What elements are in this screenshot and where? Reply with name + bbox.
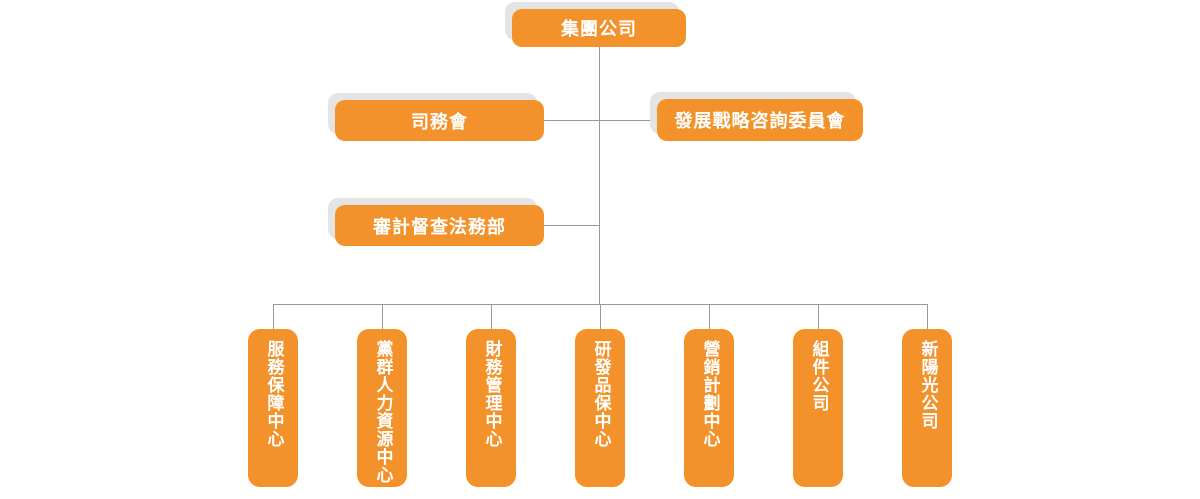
org-node-finance-management-center: 財務管理中心 xyxy=(466,329,516,487)
org-node-label: 黨群人力資源中心 xyxy=(372,340,393,484)
org-node-audit-legal-dept: 審計督查法務部 xyxy=(335,205,544,246)
org-node-strategy-committee: 發展戰略咨詢委員會 xyxy=(657,99,863,141)
org-node-marketing-planning-center: 營銷計劃中心 xyxy=(684,329,734,487)
org-node-group-company: 集團公司 xyxy=(512,9,686,47)
org-node-new-sunshine-company: 新陽光公司 xyxy=(902,329,952,487)
connector-drop-5 xyxy=(709,304,710,329)
org-node-label: 新陽光公司 xyxy=(917,340,938,430)
org-node-label: 組件公司 xyxy=(808,340,829,412)
org-node-label: 研發品保中心 xyxy=(590,340,611,448)
connector-drop-7 xyxy=(927,304,928,329)
connector-drop-4 xyxy=(600,304,601,329)
org-node-label: 財務管理中心 xyxy=(481,340,502,448)
connector-level2-horizontal xyxy=(544,120,657,121)
org-node-party-hr-center: 黨群人力資源中心 xyxy=(357,329,407,487)
org-node-service-support-center: 服務保障中心 xyxy=(248,329,298,487)
connector-drop-6 xyxy=(818,304,819,329)
org-node-label: 營銷計劃中心 xyxy=(699,340,720,448)
connector-drop-3 xyxy=(491,304,492,329)
connector-level3-horizontal xyxy=(544,225,599,226)
org-node-council: 司務會 xyxy=(335,100,544,141)
connector-main-vertical xyxy=(599,47,600,304)
connector-drop-1 xyxy=(273,304,274,329)
org-node-rnd-quality-center: 研發品保中心 xyxy=(575,329,625,487)
org-node-label: 服務保障中心 xyxy=(263,340,284,448)
org-node-components-company: 組件公司 xyxy=(793,329,843,487)
connector-drop-2 xyxy=(382,304,383,329)
